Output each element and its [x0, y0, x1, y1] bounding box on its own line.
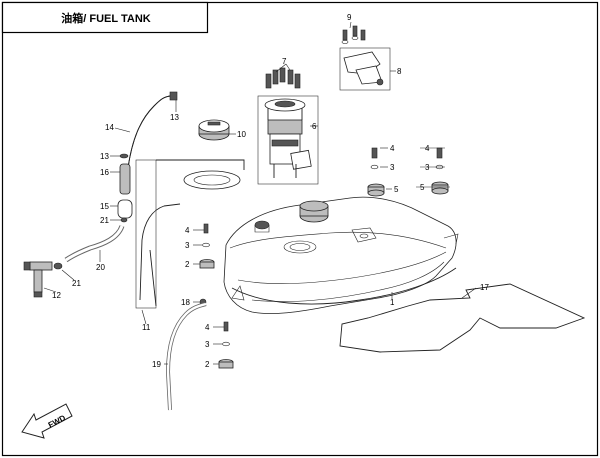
callout-21: 21	[72, 279, 81, 288]
callout-11: 11	[142, 323, 151, 332]
callout-2: 2	[185, 260, 190, 269]
callout-9: 9	[347, 13, 352, 22]
callout-5: 5	[420, 183, 425, 192]
callout-4: 4	[185, 226, 190, 235]
callout-labels: 1 17 4 4 3 3 5 5 4 3 2 4 3 2 18 19 11 6 …	[52, 13, 489, 369]
callout-3: 3	[390, 163, 395, 172]
callout-18: 18	[181, 298, 190, 307]
callout-3: 3	[185, 241, 190, 250]
right-mounts	[367, 147, 449, 197]
callout-1: 1	[390, 298, 395, 307]
callout-7: 7	[282, 57, 287, 66]
callout-12: 12	[52, 291, 61, 300]
filler-ring	[183, 170, 241, 190]
callout-8: 8	[397, 67, 402, 76]
forward-arrow-icon: FWD	[21, 403, 73, 439]
title-box	[1, 1, 209, 34]
hose-20	[64, 224, 125, 263]
callout-5: 5	[394, 185, 399, 194]
callout-10: 10	[237, 130, 246, 139]
callout-19: 19	[152, 360, 161, 369]
bracket-assembly	[339, 25, 391, 91]
callout-21: 21	[100, 216, 109, 225]
hose-group-11	[135, 159, 245, 309]
callout-16: 16	[100, 168, 109, 177]
heat-shield	[339, 283, 586, 353]
callout-13: 13	[170, 113, 179, 122]
leader-lines	[43, 21, 477, 365]
hose-19	[165, 302, 207, 411]
tee-fitting	[23, 261, 63, 298]
vent-hose	[127, 91, 178, 169]
fuel-pump-assembly	[257, 67, 319, 185]
callout-14: 14	[105, 123, 114, 132]
fuel-tank	[223, 196, 459, 314]
callout-20: 20	[96, 263, 105, 272]
callout-15: 15	[100, 202, 109, 211]
callout-3: 3	[205, 340, 210, 349]
fuel-cap	[198, 119, 230, 141]
callout-17: 17	[480, 283, 489, 292]
left-mounts	[199, 223, 234, 369]
callout-4: 4	[390, 144, 395, 153]
diagram-title: 油箱/ FUEL TANK	[61, 11, 150, 25]
callout-6: 6	[312, 122, 317, 131]
callout-2: 2	[205, 360, 210, 369]
callout-3: 3	[425, 163, 430, 172]
callout-4: 4	[425, 144, 430, 153]
callout-4: 4	[205, 323, 210, 332]
filter-assembly	[117, 153, 133, 223]
callout-13: 13	[100, 152, 109, 161]
